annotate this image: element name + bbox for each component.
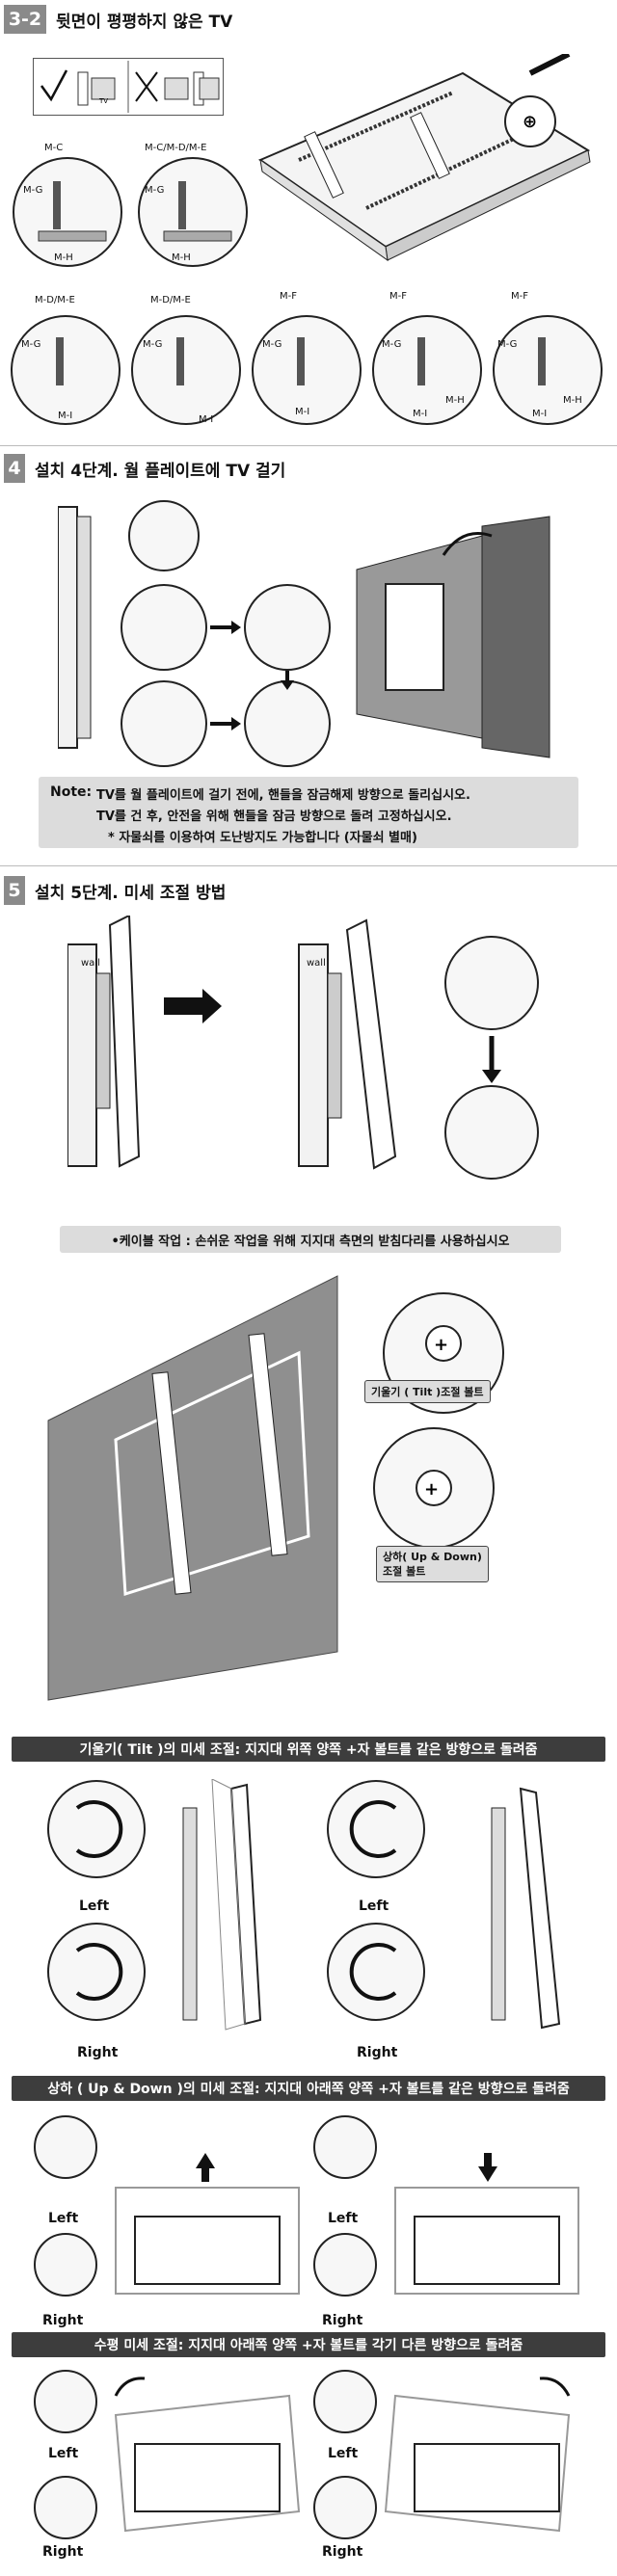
- tilt-adjust-illustration: [47, 1779, 561, 2031]
- spacer-icon: [77, 71, 89, 106]
- label-r2-3-i: M-I: [295, 407, 310, 417]
- section-3-2-header: 3-2 뒷면이 평평하지 않은 TV: [0, 0, 617, 39]
- screwdriver-icon: [528, 54, 571, 76]
- tilt-right-label-2: Right: [357, 2045, 398, 2060]
- tilt-left-label-2: Left: [359, 1899, 389, 1914]
- label-r1-2-g: M-G: [145, 185, 165, 196]
- updown-left-label-1: Left: [48, 2211, 79, 2226]
- wall-mount-bolt-illustration: + +: [47, 1275, 504, 1701]
- hang-tv-illustration: [58, 500, 550, 767]
- tilt-left-label-1: Left: [79, 1899, 110, 1914]
- label-r2-4-top: M-F: [389, 291, 407, 302]
- label-r2-1-i: M-I: [58, 411, 73, 421]
- updown-adjust-illustration: [34, 2115, 579, 2297]
- arrow-down-icon: [482, 1070, 501, 1083]
- section-title: 설치 4단계. 월 플레이트에 TV 걸기: [35, 461, 286, 481]
- note-line-1: TV를 월 플레이트에 걸기 전에, 핸들을 잠금해제 방향으로 돌리십시오.: [96, 788, 470, 803]
- note-line-2: TV를 건 후, 안전을 위해 핸들을 잠금 방향으로 돌려 고정하십시오.: [96, 810, 452, 824]
- tilt-bolt-label: 기울기 ( Tilt )조절 볼트: [364, 1380, 491, 1403]
- level-right-label-1: Right: [42, 2544, 84, 2560]
- updown-bolt-label: 상하( Up & Down) 조절 볼트: [376, 1546, 489, 1582]
- section-title: 설치 5단계. 미세 조절 방법: [35, 883, 227, 903]
- section-title: 뒷면이 평평하지 않은 TV: [56, 12, 233, 32]
- label-r2-2-g: M-G: [143, 339, 163, 350]
- section-badge: 4: [4, 454, 25, 483]
- tv-label: TV: [98, 97, 108, 105]
- level-banner: 수평 미세 조절: 지지대 아래쪽 양쪽 +자 볼트를 각기 다른 방향으로 돌…: [12, 2332, 605, 2357]
- level-adjust-illustration: [34, 2370, 571, 2539]
- label-r2-2-top: M-D/M-E: [150, 295, 191, 305]
- label-r2-4-i: M-I: [413, 409, 428, 419]
- label-r1-1-g: M-G: [23, 185, 43, 196]
- level-right-label-2: Right: [322, 2544, 363, 2560]
- label-r2-1-top: M-D/M-E: [35, 295, 75, 305]
- svg-text:⊕: ⊕: [523, 112, 537, 132]
- note-prefix: Note:: [50, 784, 93, 800]
- check-cross-icons: TV: [40, 61, 220, 113]
- tv-back-bracket-illustration: ⊕: [257, 54, 591, 262]
- label-r1-1-top: M-C: [44, 143, 64, 153]
- updown-right-label-2: Right: [322, 2313, 363, 2328]
- section-badge: 5: [4, 876, 25, 905]
- section-4-header: 4 설치 4단계. 월 플레이트에 TV 걸기: [0, 449, 617, 488]
- cable-banner: •케이블 작업 : 손쉬운 작업을 위해 지지대 측면의 받침다리를 사용하십시…: [60, 1226, 561, 1253]
- arrow-up-icon: [196, 2153, 215, 2168]
- label-r2-5-i: M-I: [532, 409, 548, 419]
- arrow-down-icon: [478, 2166, 497, 2182]
- label-r1-2-h: M-H: [172, 252, 191, 263]
- svg-text:+: +: [424, 1479, 439, 1500]
- section-badge: 3-2: [4, 5, 46, 34]
- updown-left-label-2: Left: [328, 2211, 359, 2226]
- updown-bolt-label-line-2: 조절 볼트: [383, 1565, 426, 1578]
- updown-banner: 상하 ( Up & Down )의 미세 조절: 지지대 아래쪽 양쪽 +자 볼…: [12, 2076, 605, 2101]
- updown-right-label-1: Right: [42, 2313, 84, 2328]
- divider: [0, 445, 617, 446]
- label-r2-5-g: M-G: [497, 339, 518, 350]
- hardware-row-2: [11, 315, 603, 425]
- label-r1-1-h: M-H: [54, 252, 73, 263]
- tilt-right-label-1: Right: [77, 2045, 119, 2060]
- note-box: Note: TV를 월 플레이트에 걸기 전에, 핸들을 잠금해제 방향으로 돌…: [39, 777, 578, 848]
- arrow-right-icon: [164, 997, 202, 1015]
- label-r2-5-top: M-F: [511, 291, 528, 302]
- label-r2-4-g: M-G: [382, 339, 402, 350]
- divider: [0, 865, 617, 866]
- label-r2-3-top: M-F: [280, 291, 297, 302]
- tv-panel-icon: [481, 516, 550, 758]
- wall-tilt-illustration: [67, 916, 539, 1180]
- tilt-banner: 기울기( Tilt )의 미세 조절: 지지대 위쪽 양쪽 +자 볼트를 같은 …: [12, 1737, 605, 1762]
- screw-detail-circle: [504, 95, 556, 147]
- wall-label-2: wall: [307, 958, 326, 969]
- updown-bolt-label-line-1: 상하( Up & Down): [383, 1551, 482, 1563]
- label-r2-2-i: M-I: [199, 414, 214, 425]
- hardware-row-1: [13, 157, 248, 267]
- section-5-header: 5 설치 5단계. 미세 조절 방법: [0, 871, 617, 910]
- label-r2-3-g: M-G: [262, 339, 282, 350]
- level-left-label-1: Left: [48, 2446, 79, 2461]
- note-line-3: * 자물쇠를 이용하여 도난방지도 가능합니다 (자물쇠 별매): [108, 831, 417, 845]
- label-r1-2-top: M-C/M-D/M-E: [145, 143, 207, 153]
- label-r2-1-g: M-G: [21, 339, 41, 350]
- label-r2-4-h: M-H: [445, 395, 465, 406]
- cross-icon: [135, 71, 158, 102]
- level-left-label-2: Left: [328, 2446, 359, 2461]
- check-icon: [40, 69, 68, 102]
- wall-label-1: wall: [81, 958, 100, 969]
- svg-text:+: +: [434, 1335, 448, 1355]
- check-cross-box: TV: [33, 58, 224, 116]
- label-r2-5-h: M-H: [563, 395, 582, 406]
